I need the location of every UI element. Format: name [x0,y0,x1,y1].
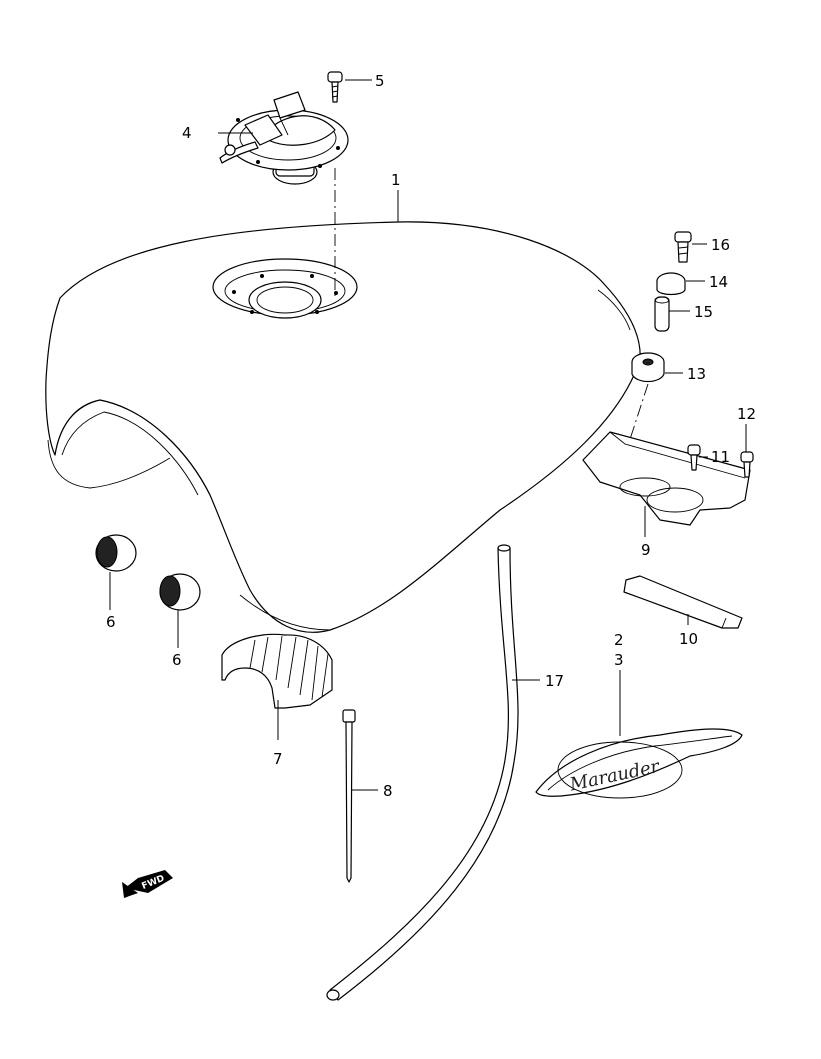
callout-9: 9 [641,541,651,559]
callout-14: 14 [709,273,728,291]
breather-hose [326,544,519,1001]
callout-8: 8 [383,782,393,800]
fuel-cap-assembly [219,91,349,185]
callout-10: 10 [679,630,698,648]
callout-12: 12 [737,405,756,423]
callout-1: 1 [391,171,401,189]
tank-cushion [221,633,333,709]
tank-cap-left [95,534,137,572]
cap-screw [327,71,343,103]
callout-13: 13 [687,365,706,383]
callout-6a: 6 [106,613,116,631]
callout-5: 5 [375,72,385,90]
leader-lines [109,79,747,791]
callout-4: 4 [182,124,192,142]
callout-7: 7 [273,750,283,768]
tank-mount-stack [619,231,692,471]
callout-6b: 6 [172,651,182,669]
marauder-emblem: Marauder [535,728,743,799]
tank-cap-right [159,573,201,611]
callout-16: 16 [711,236,730,254]
fuel-tank [45,221,641,633]
tank-bracket [582,431,754,526]
callout-15: 15 [694,303,713,321]
forward-arrow-icon: FWD [122,870,173,898]
cable-tie [342,709,356,883]
callout-11: 11 [711,448,730,466]
rubber-strip [623,575,743,629]
callout-3: 3 [614,651,624,669]
callout-labels: 1 2 3 4 5 6 6 7 8 9 10 11 12 13 14 15 16… [106,72,756,800]
callout-17: 17 [545,672,564,690]
callout-2: 2 [614,631,624,649]
